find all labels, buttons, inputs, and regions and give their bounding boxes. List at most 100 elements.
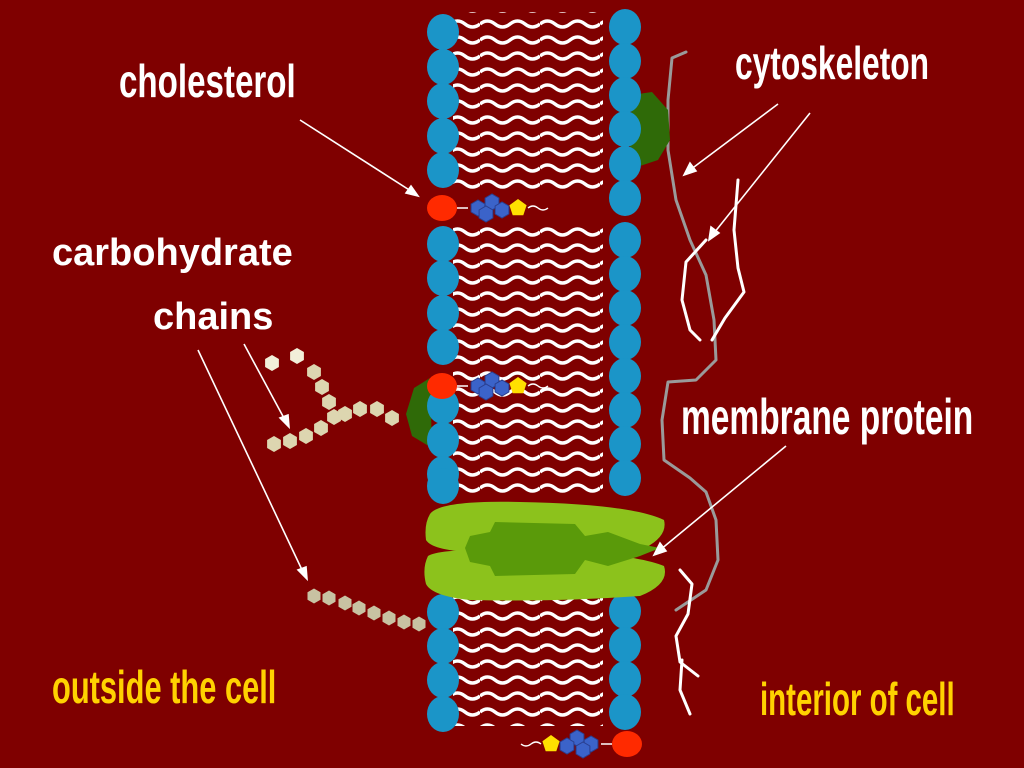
- cholesterol-pentagon: [509, 377, 527, 394]
- cholesterol-head: [612, 731, 642, 757]
- cholesterol-tail: [520, 741, 542, 747]
- phospholipid-head: [609, 290, 641, 326]
- carbohydrate-unit: [352, 600, 366, 616]
- phospholipid-head: [427, 14, 459, 50]
- cholesterol-pentagon: [542, 735, 560, 752]
- arrow-cytoskeleton-1: [689, 103, 779, 171]
- phospholipid-head: [609, 146, 641, 182]
- phospholipid-head: [609, 180, 641, 216]
- phospholipid-head: [427, 49, 459, 85]
- phospholipid-head: [609, 324, 641, 360]
- cholesterol-molecule: [427, 371, 549, 401]
- protein-channel-core: [465, 522, 660, 576]
- phospholipid-head: [609, 627, 641, 663]
- phospholipid-head: [609, 426, 641, 462]
- carbohydrate-unit: [338, 595, 352, 611]
- phospholipid-head: [427, 628, 459, 664]
- cholesterol-ring: [478, 205, 494, 223]
- cholesterol-ring: [478, 383, 494, 401]
- carbohydrate-unit: [307, 364, 321, 380]
- label-cholesterol: cholesterol: [119, 55, 296, 107]
- phospholipid-head: [427, 594, 459, 630]
- arrow-membrane-protein: [659, 445, 787, 551]
- arrow-cytoskeleton-2: [713, 112, 811, 234]
- phospholipid-head: [427, 662, 459, 698]
- phospholipid-head: [427, 226, 459, 262]
- label-interior-of-cell: interior of cell: [760, 673, 955, 725]
- cholesterol-pentagon: [509, 199, 527, 216]
- cholesterol-tail: [527, 383, 549, 389]
- cholesterol-ring: [559, 737, 575, 755]
- phospholipid-head: [427, 329, 459, 365]
- phospholipid-head: [427, 696, 459, 732]
- phospholipid-heads: [427, 9, 641, 732]
- carbohydrate-unit: [397, 614, 411, 630]
- carbohydrate-unit: [385, 410, 399, 426]
- carbohydrate-chains: [265, 348, 426, 632]
- cholesterol-ring: [494, 201, 510, 219]
- arrow-carbohydrate-2: [197, 349, 304, 573]
- phospholipid-head: [609, 111, 641, 147]
- phospholipid-head: [427, 295, 459, 331]
- carbohydrate-unit: [314, 420, 328, 436]
- carbohydrate-unit: [338, 406, 352, 422]
- cholesterol-ring: [494, 379, 510, 397]
- carbohydrate-unit: [412, 616, 426, 632]
- cytoskeleton-filaments: [660, 50, 746, 716]
- phospholipid-head: [609, 593, 641, 629]
- peripheral-protein-outer: [406, 378, 432, 448]
- carbohydrate-unit: [290, 348, 304, 364]
- carbohydrate-unit: [382, 610, 396, 626]
- peripheral-protein-inner: [630, 92, 670, 166]
- phospholipid-head: [609, 256, 641, 292]
- cholesterol-molecules: [427, 193, 642, 759]
- carbohydrate-unit: [299, 428, 313, 444]
- carbohydrate-unit: [353, 401, 367, 417]
- transmembrane-protein: [424, 501, 665, 601]
- phospholipid-head: [609, 9, 641, 45]
- carbohydrate-unit: [315, 379, 329, 395]
- cytoskeleton-white-filament-top: [680, 178, 746, 342]
- cholesterol-ring: [575, 741, 591, 759]
- phospholipid-head: [427, 260, 459, 296]
- label-carbohydrate: carbohydrate: [52, 232, 293, 274]
- phospholipid-head: [609, 358, 641, 394]
- phospholipid-head: [609, 661, 641, 697]
- phospholipid-head: [427, 152, 459, 188]
- arrow-carbohydrate-1: [243, 343, 286, 421]
- carbohydrate-unit: [322, 394, 336, 410]
- carbohydrate-unit: [267, 436, 281, 452]
- cholesterol-molecule: [520, 729, 642, 759]
- label-cytoskeleton: cytoskeleton: [735, 37, 930, 89]
- arrow-cholesterol: [299, 119, 415, 194]
- label-membrane-protein: membrane protein: [681, 389, 974, 445]
- cholesterol-head: [427, 373, 457, 399]
- carbohydrate-unit: [265, 355, 279, 371]
- phospholipid-head: [609, 77, 641, 113]
- cholesterol-head: [427, 195, 457, 221]
- carbohydrate-unit: [307, 588, 321, 604]
- phospholipid-head: [609, 392, 641, 428]
- carbohydrate-unit: [322, 590, 336, 606]
- carbohydrate-unit: [283, 433, 297, 449]
- phospholipid-head: [609, 222, 641, 258]
- lipid-tails: [453, 12, 603, 726]
- label-chains: chains: [153, 296, 274, 338]
- phospholipid-head: [427, 83, 459, 119]
- cytoskeleton-gray-filament: [660, 50, 720, 612]
- pointer-arrows: [197, 103, 811, 582]
- carbohydrate-unit: [367, 605, 381, 621]
- label-outside-the-cell: outside the cell: [52, 661, 277, 713]
- carbohydrate-unit: [327, 409, 341, 425]
- cholesterol-tail: [527, 205, 549, 211]
- phospholipid-head: [427, 118, 459, 154]
- carbohydrate-unit: [370, 401, 384, 417]
- phospholipid-head: [427, 422, 459, 458]
- phospholipid-head: [609, 43, 641, 79]
- phospholipid-head: [427, 468, 459, 504]
- cholesterol-molecule: [427, 193, 549, 223]
- phospholipid-head: [609, 694, 641, 730]
- phospholipid-head: [609, 460, 641, 496]
